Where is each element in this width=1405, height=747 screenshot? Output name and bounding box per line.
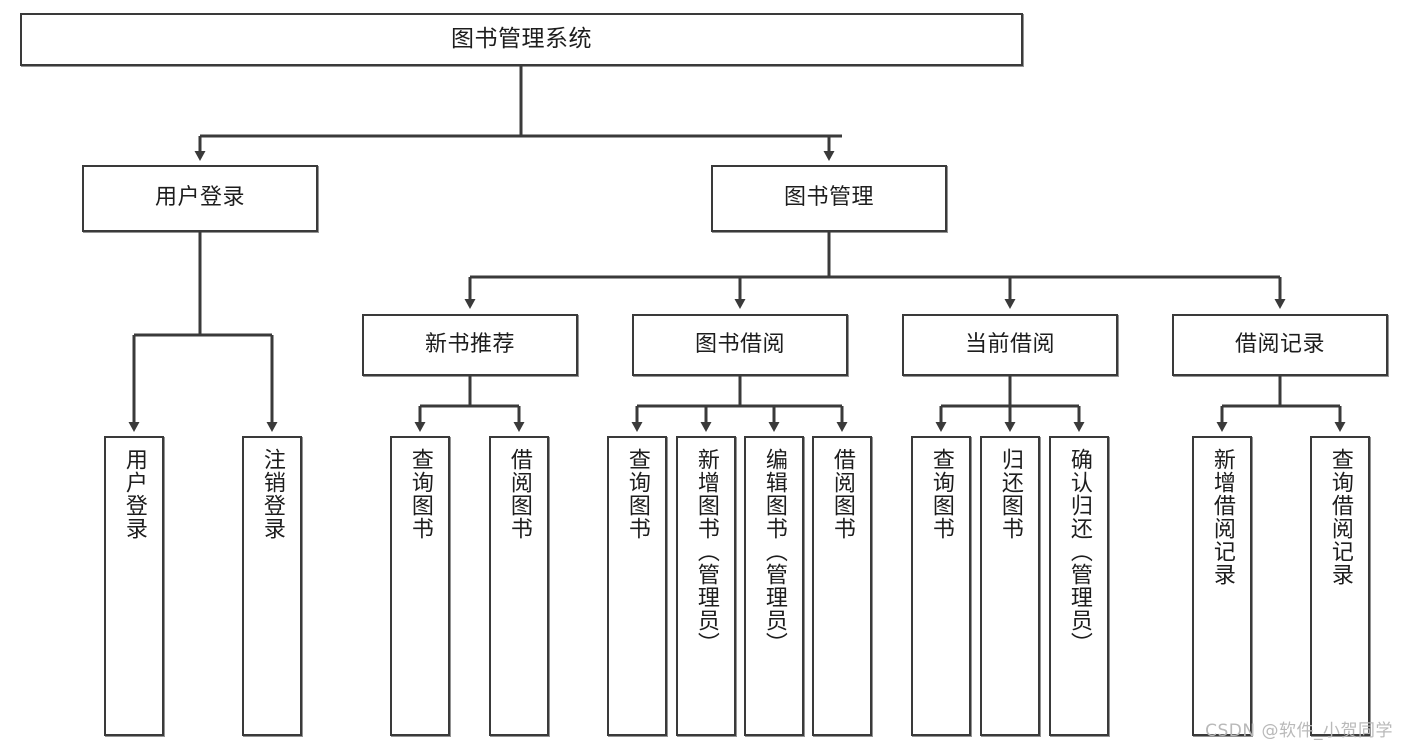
- node-label: 图书借阅: [694, 331, 785, 357]
- node-borrow-record[interactable]: 借阅记录: [1172, 314, 1388, 376]
- node-label: 归还图书: [997, 448, 1023, 540]
- leaf-edit-book-admin[interactable]: 编辑图书（管理员）: [744, 436, 804, 736]
- node-label: 图书管理: [783, 185, 874, 211]
- node-root-system[interactable]: 图书管理系统: [20, 13, 1023, 66]
- node-label: 查询图书: [928, 448, 954, 540]
- leaf-borrow-book-new-book[interactable]: 借阅图书: [489, 436, 549, 736]
- node-label: 查询图书: [407, 448, 433, 540]
- node-book-management[interactable]: 图书管理: [711, 165, 947, 232]
- node-new-book-recommend[interactable]: 新书推荐: [362, 314, 578, 376]
- leaf-logout[interactable]: 注销登录: [242, 436, 302, 736]
- node-label: 查询借阅记录: [1327, 448, 1353, 586]
- node-label: 图书管理系统: [451, 26, 592, 53]
- leaf-query-book-current[interactable]: 查询图书: [911, 436, 971, 736]
- node-label: 当前借阅: [964, 331, 1055, 357]
- leaf-add-book-admin[interactable]: 新增图书（管理员）: [676, 436, 736, 736]
- node-label: 新书推荐: [424, 331, 515, 357]
- node-label: 新增借阅记录: [1209, 448, 1235, 586]
- node-label: 借阅图书: [829, 448, 855, 540]
- node-label: 新增图书（管理员）: [693, 448, 719, 655]
- node-current-borrow[interactable]: 当前借阅: [902, 314, 1118, 376]
- leaf-query-book-borrow[interactable]: 查询图书: [607, 436, 667, 736]
- watermark-text: CSDN @软件_小贺同学: [1205, 721, 1393, 741]
- node-label: 借阅图书: [506, 448, 532, 540]
- leaf-query-borrow-record[interactable]: 查询借阅记录: [1310, 436, 1370, 736]
- leaf-borrow-book-borrow[interactable]: 借阅图书: [812, 436, 872, 736]
- leaf-confirm-return-admin[interactable]: 确认归还（管理员）: [1049, 436, 1109, 736]
- node-label: 编辑图书（管理员）: [761, 448, 787, 655]
- node-user-login[interactable]: 用户登录: [82, 165, 318, 232]
- leaf-user-login[interactable]: 用户登录: [104, 436, 164, 736]
- node-label: 用户登录: [121, 448, 147, 540]
- node-label: 用户登录: [154, 185, 245, 211]
- node-label: 借阅记录: [1234, 331, 1325, 357]
- leaf-query-book-new-book[interactable]: 查询图书: [390, 436, 450, 736]
- node-label: 查询图书: [624, 448, 650, 540]
- node-label: 确认归还（管理员）: [1066, 448, 1092, 655]
- leaf-return-book[interactable]: 归还图书: [980, 436, 1040, 736]
- node-book-borrow[interactable]: 图书借阅: [632, 314, 848, 376]
- node-label: 注销登录: [259, 448, 285, 540]
- leaf-add-borrow-record[interactable]: 新增借阅记录: [1192, 436, 1252, 736]
